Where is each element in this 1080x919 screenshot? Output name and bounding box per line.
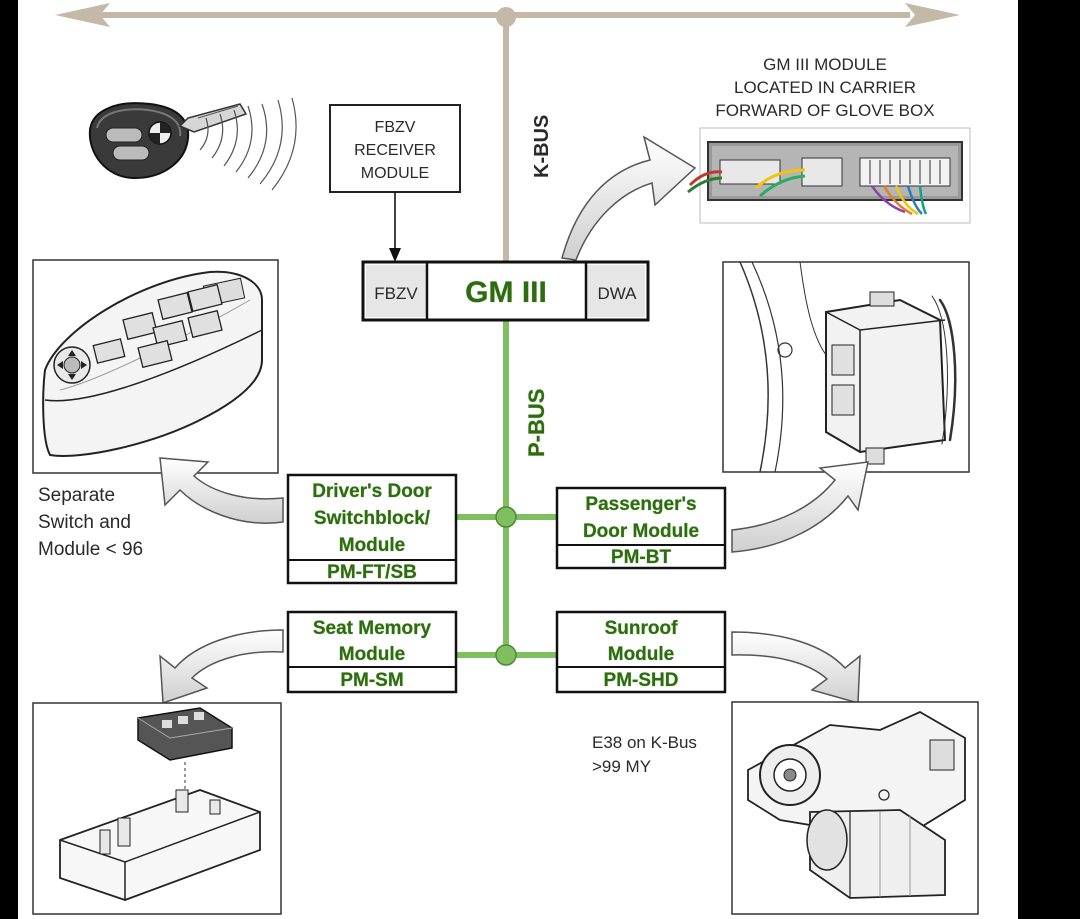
k-bus-left-arrowhead bbox=[55, 3, 110, 27]
seat-memory-arrow bbox=[159, 629, 284, 705]
p-bus-lines bbox=[456, 320, 557, 666]
seat-memory-line2: Module bbox=[339, 644, 406, 665]
sunroof-module-box bbox=[555, 610, 727, 694]
k-bus-line bbox=[55, 3, 960, 262]
separate-note-line2: Switch and bbox=[38, 512, 131, 533]
passenger-door-arrow bbox=[731, 461, 869, 553]
separate-note-line1: Separate bbox=[38, 485, 115, 506]
drivers-door-code: PM-FT/SB bbox=[327, 562, 417, 583]
gm-location-line2: LOCATED IN CARRIER bbox=[734, 78, 916, 97]
gm-location-line3: FORWARD OF GLOVE BOX bbox=[715, 101, 934, 120]
gm-to-location-arrow bbox=[561, 135, 697, 261]
drivers-door-line1: Driver's Door bbox=[312, 481, 432, 502]
p-bus-node-lower bbox=[495, 644, 517, 666]
drivers-door-line2: Switchblock/ bbox=[314, 508, 431, 529]
drivers-door-line3: Module bbox=[339, 535, 406, 556]
k-bus-node bbox=[496, 7, 516, 27]
passenger-door-module-box bbox=[555, 486, 727, 570]
drivers-switchblock-illustration bbox=[32, 259, 279, 474]
fbzv-receiver-box bbox=[329, 104, 461, 193]
e38-note-line2: >99 MY bbox=[592, 757, 651, 776]
seat-memory-line1: Seat Memory bbox=[313, 618, 432, 639]
sunroof-line2: Module bbox=[608, 644, 675, 665]
fbzv-receiver-line3: MODULE bbox=[361, 165, 429, 182]
gm-iii-title: GM III bbox=[465, 276, 547, 309]
p-bus-label: P-BUS bbox=[524, 389, 549, 457]
seat-memory-illustration bbox=[32, 702, 282, 915]
sunroof-code: PM-SHD bbox=[604, 670, 679, 691]
passenger-door-line2: Door Module bbox=[583, 521, 699, 542]
gm-connector-illustration bbox=[687, 127, 971, 224]
passenger-door-illustration bbox=[722, 261, 970, 473]
key-fob-illustration bbox=[88, 97, 297, 191]
receiver-to-gm-arrow bbox=[389, 192, 401, 262]
fbzv-receiver-line2: RECEIVER bbox=[354, 142, 436, 159]
p-bus-node-upper bbox=[495, 506, 517, 528]
k-bus-right-arrowhead bbox=[905, 3, 960, 27]
k-bus-label: K-BUS bbox=[531, 115, 553, 178]
seat-memory-module-box bbox=[286, 610, 458, 694]
gm-fbzv-label: FBZV bbox=[374, 284, 418, 303]
drivers-door-arrow bbox=[159, 457, 284, 524]
gm-iii-box bbox=[361, 260, 650, 322]
sunroof-motor-illustration bbox=[731, 701, 979, 915]
sunroof-line1: Sunroof bbox=[605, 618, 678, 639]
seat-memory-code: PM-SM bbox=[340, 670, 403, 691]
gm-dwa-label: DWA bbox=[597, 284, 637, 303]
gm-location-line1: GM III MODULE bbox=[763, 55, 887, 74]
separate-note-line3: Module < 96 bbox=[38, 539, 143, 560]
passenger-door-line1: Passenger's bbox=[585, 494, 696, 515]
passenger-door-code: PM-BT bbox=[611, 547, 672, 568]
e38-note-line1: E38 on K-Bus bbox=[592, 733, 697, 752]
drivers-door-module-box bbox=[286, 473, 458, 585]
fbzv-receiver-line1: FBZV bbox=[375, 119, 416, 136]
